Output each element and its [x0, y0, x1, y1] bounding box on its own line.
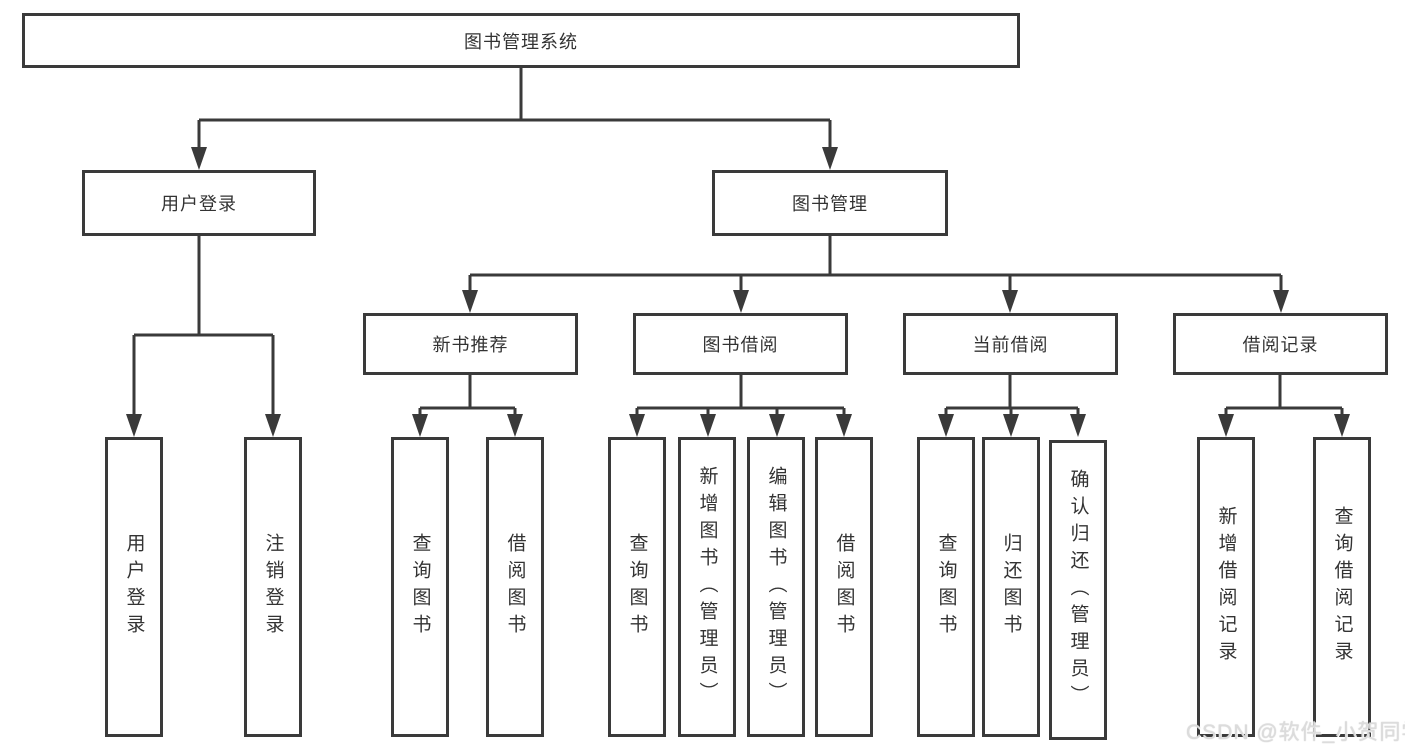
- leaf-label: 确认归还（管理员）: [1067, 468, 1089, 712]
- leaf-label: 查询借阅记录: [1331, 506, 1353, 668]
- connector-records-to-leaves: [1224, 375, 1344, 417]
- leaf-query-books-newbooks: 查询图书: [391, 437, 449, 737]
- connector-newbooks-to-leaves: [418, 375, 517, 417]
- leaf-label: 查询图书: [935, 533, 957, 641]
- leaf-borrow-books-newbooks: 借阅图书: [486, 437, 544, 737]
- leaf-return-books: 归还图书: [982, 437, 1040, 737]
- node-user-login: 用户登录: [82, 170, 316, 236]
- leaf-label: 编辑图书（管理员）: [765, 465, 787, 709]
- leaf-query-borrow-record: 查询借阅记录: [1313, 437, 1371, 737]
- leaf-add-borrow-record: 新增借阅记录: [1197, 437, 1255, 737]
- leaf-label: 新增借阅记录: [1215, 506, 1237, 668]
- node-current-borrowing: 当前借阅: [903, 313, 1118, 375]
- leaf-confirm-return-admin: 确认归还（管理员）: [1049, 440, 1107, 740]
- node-book-borrowing: 图书借阅: [633, 313, 848, 375]
- connector-bookborrow-to-leaves: [635, 375, 846, 417]
- leaf-query-books-borrow: 查询图书: [608, 437, 666, 737]
- watermark: CSDN @软件_小贺同学: [1186, 721, 1405, 744]
- leaf-query-books-current: 查询图书: [917, 437, 975, 737]
- node-new-book-recommend: 新书推荐: [363, 313, 578, 375]
- leaf-label: 用户登录: [123, 533, 145, 641]
- node-borrow-records: 借阅记录: [1173, 313, 1388, 375]
- leaf-user-login: 用户登录: [105, 437, 163, 737]
- node-book-management: 图书管理: [712, 170, 948, 236]
- connector-root-to-level2: [197, 68, 832, 150]
- leaf-logout: 注销登录: [244, 437, 302, 737]
- connector-userlogin-to-leaves: [132, 236, 275, 417]
- leaf-add-book-admin: 新增图书（管理员）: [678, 437, 736, 737]
- leaf-label: 新增图书（管理员）: [696, 465, 718, 709]
- leaf-label: 借阅图书: [504, 533, 526, 641]
- leaf-edit-book-admin: 编辑图书（管理员）: [747, 437, 805, 737]
- leaf-label: 归还图书: [1000, 533, 1022, 641]
- leaf-borrow-books-borrow: 借阅图书: [815, 437, 873, 737]
- leaf-label: 查询图书: [409, 533, 431, 641]
- connector-bookmanage-to-level3: [468, 236, 1283, 293]
- leaf-label: 借阅图书: [833, 533, 855, 641]
- arrowheads: [126, 147, 1350, 437]
- connector-currentborrow-to-leaves: [944, 375, 1080, 417]
- leaf-label: 注销登录: [262, 533, 284, 641]
- node-root: 图书管理系统: [22, 13, 1020, 68]
- leaf-label: 查询图书: [626, 533, 648, 641]
